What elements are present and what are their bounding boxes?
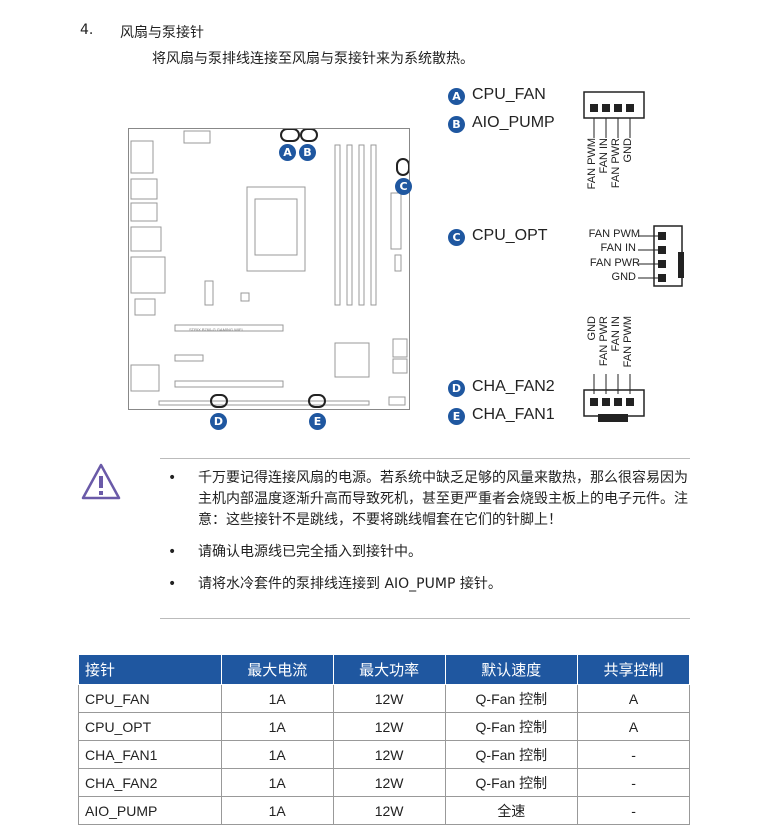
pin-bottom-2: FAN PWR bbox=[598, 316, 610, 367]
table-row: CHA_FAN2 1A 12W Q-Fan 控制 - bbox=[78, 768, 690, 797]
table-cell: 1A bbox=[220, 740, 334, 769]
section-intro: 将风扇与泵排线连接至风扇与泵接针来为系统散热。 bbox=[152, 51, 474, 67]
col-header: 最大功率 bbox=[332, 654, 446, 685]
motherboard-diagram: STRIX B760-G GAMING WIFI bbox=[128, 128, 410, 410]
section-title: 风扇与泵接针 bbox=[120, 25, 204, 41]
pin-bottom-3: FAN IN bbox=[610, 316, 622, 352]
warning-text-3: 请将水冷套件的泵排线连接到 AIO_PUMP 接针。 bbox=[198, 576, 502, 592]
connector-c-outline bbox=[396, 158, 409, 176]
table-cell: CPU_OPT bbox=[78, 712, 222, 741]
board-badge-b: B bbox=[299, 144, 316, 161]
pin-mid-2: FAN IN bbox=[600, 242, 636, 254]
warning-text-2: 请确认电源线已完全插入到接针中。 bbox=[198, 544, 422, 560]
pin-mid-3: FAN PWR bbox=[589, 257, 640, 269]
bullet: • bbox=[168, 576, 177, 592]
table-cell: CHA_FAN2 bbox=[78, 768, 222, 797]
board-model-text: STRIX B760-G GAMING WIFI bbox=[189, 327, 243, 332]
table-cell: A bbox=[577, 684, 690, 713]
fan-header-spec-table: 接针 最大电流 最大功率 默认速度 共享控制 CPU_FAN 1A 12W Q-… bbox=[78, 654, 690, 825]
label-aio-pump: AIO_PUMP bbox=[472, 114, 555, 131]
table-cell: 12W bbox=[332, 768, 446, 797]
col-header: 默认速度 bbox=[444, 654, 579, 685]
table-row: CPU_FAN 1A 12W Q-Fan 控制 A bbox=[78, 684, 690, 713]
label-cpu-fan: CPU_FAN bbox=[472, 86, 546, 103]
connector-a-outline bbox=[280, 129, 300, 142]
table-cell: A bbox=[577, 712, 690, 741]
pinout-bottom-connector bbox=[583, 374, 645, 422]
section-number: 4. bbox=[80, 22, 94, 38]
table-cell: 1A bbox=[220, 712, 334, 741]
board-badge-e: E bbox=[309, 413, 326, 430]
table-row: AIO_PUMP 1A 12W 全速 - bbox=[78, 796, 690, 825]
table-cell: 12W bbox=[332, 796, 446, 825]
table-cell: Q-Fan 控制 bbox=[444, 712, 579, 741]
board-badge-d: D bbox=[210, 413, 227, 430]
table-cell: 全速 bbox=[444, 796, 579, 825]
label-badge-e: E bbox=[448, 408, 465, 425]
connector-d-outline bbox=[210, 394, 228, 408]
table-cell: 12W bbox=[332, 712, 446, 741]
table-cell: Q-Fan 控制 bbox=[444, 740, 579, 769]
warning-list: • 千万要记得连接风扇的电源。若系统中缺乏足够的风量来散热，那么很容易因为主机内… bbox=[168, 468, 698, 606]
board-badge-a: A bbox=[279, 144, 296, 161]
table-cell: - bbox=[577, 740, 690, 769]
table-cell: Q-Fan 控制 bbox=[444, 684, 579, 713]
bullet: • bbox=[168, 544, 177, 560]
pinout-top-connector bbox=[583, 91, 645, 138]
table-cell: 1A bbox=[220, 684, 334, 713]
connector-e-outline bbox=[308, 394, 326, 408]
label-badge-b: B bbox=[448, 116, 465, 133]
table-cell: 1A bbox=[220, 796, 334, 825]
col-header: 接针 bbox=[78, 654, 222, 685]
board-badge-c: C bbox=[395, 178, 412, 195]
warning-icon bbox=[81, 463, 121, 500]
table-cell: AIO_PUMP bbox=[78, 796, 222, 825]
table-cell: Q-Fan 控制 bbox=[444, 768, 579, 797]
table-header-row: 接针 最大电流 最大功率 默认速度 共享控制 bbox=[78, 654, 690, 685]
divider-bottom bbox=[160, 618, 690, 619]
warning-item-3: • 请将水冷套件的泵排线连接到 AIO_PUMP 接针。 bbox=[168, 574, 698, 595]
table-cell: - bbox=[577, 768, 690, 797]
label-cha-fan2: CHA_FAN2 bbox=[472, 378, 555, 395]
divider-top bbox=[160, 458, 690, 459]
connector-b-outline bbox=[300, 129, 318, 142]
table-cell: CPU_FAN bbox=[78, 684, 222, 713]
table-row: CHA_FAN1 1A 12W Q-Fan 控制 - bbox=[78, 740, 690, 769]
col-header: 共享控制 bbox=[577, 654, 690, 685]
warning-item-1: • 千万要记得连接风扇的电源。若系统中缺乏足够的风量来散热，那么很容易因为主机内… bbox=[168, 468, 698, 531]
motherboard-drawing: STRIX B760-G GAMING WIFI bbox=[130, 129, 409, 408]
pin-mid-1: FAN PWM bbox=[588, 228, 640, 240]
label-cha-fan1: CHA_FAN1 bbox=[472, 406, 555, 423]
table-cell: 1A bbox=[220, 768, 334, 797]
col-header: 最大电流 bbox=[220, 654, 334, 685]
table-row: CPU_OPT 1A 12W Q-Fan 控制 A bbox=[78, 712, 690, 741]
pinout-mid-connector bbox=[638, 225, 684, 287]
table-cell: - bbox=[577, 796, 690, 825]
label-badge-c: C bbox=[448, 229, 465, 246]
label-badge-d: D bbox=[448, 380, 465, 397]
pin-top-2: FAN IN bbox=[598, 138, 610, 174]
table-cell: 12W bbox=[332, 740, 446, 769]
pin-mid-4: GND bbox=[611, 271, 636, 283]
pin-top-1: FAN PWM bbox=[586, 138, 598, 190]
warning-item-2: • 请确认电源线已完全插入到接针中。 bbox=[168, 542, 698, 563]
pin-top-4: GND bbox=[622, 138, 634, 163]
table-cell: CHA_FAN1 bbox=[78, 740, 222, 769]
pin-bottom-1: GND bbox=[586, 316, 598, 341]
label-badge-a: A bbox=[448, 88, 465, 105]
pin-top-3: FAN PWR bbox=[610, 138, 622, 189]
warning-text-1: 千万要记得连接风扇的电源。若系统中缺乏足够的风量来散热，那么很容易因为主机内部温… bbox=[198, 470, 688, 528]
pin-bottom-4: FAN PWM bbox=[622, 316, 634, 368]
label-cpu-opt: CPU_OPT bbox=[472, 227, 548, 244]
bullet: • bbox=[168, 470, 177, 486]
table-cell: 12W bbox=[332, 684, 446, 713]
